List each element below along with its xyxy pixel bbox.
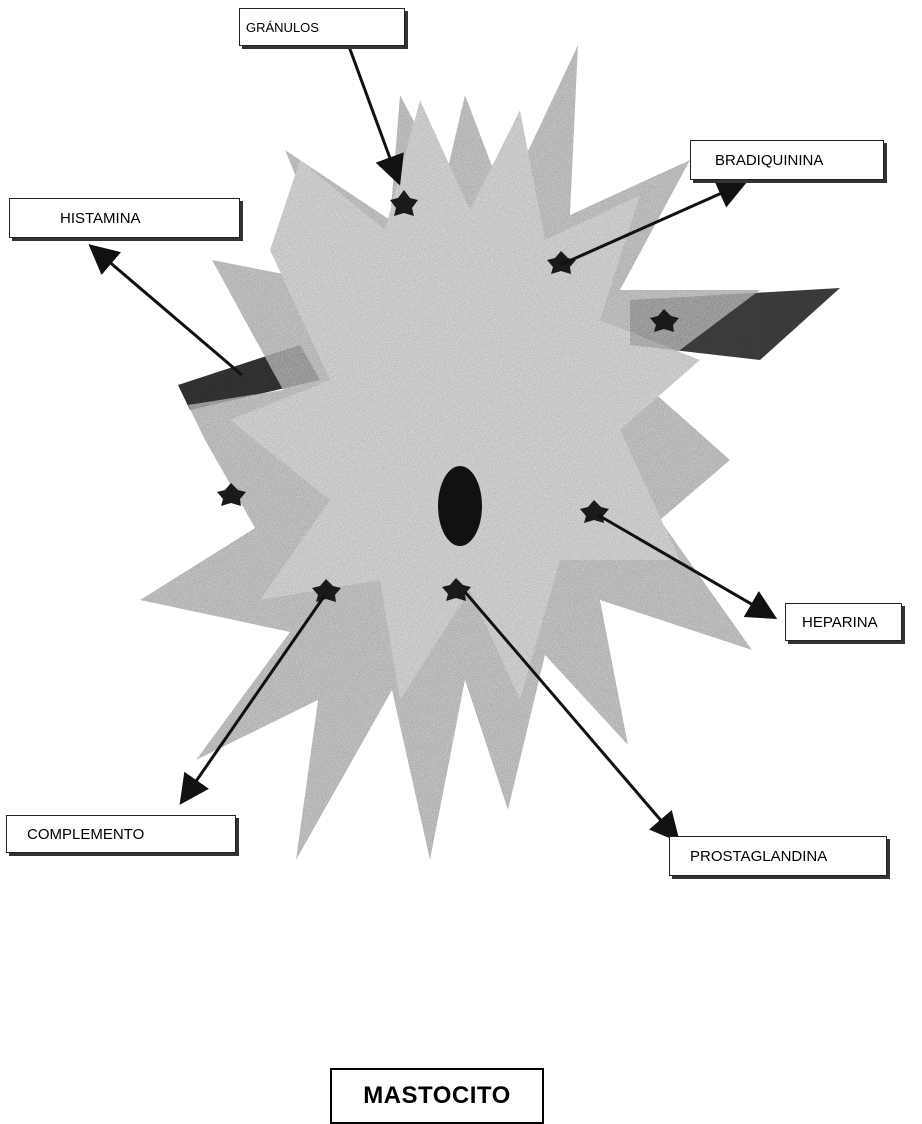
label-bradiquinina: BRADIQUININA — [690, 140, 884, 180]
label-histamina: HISTAMINA — [9, 198, 240, 238]
mast-cell-body — [140, 45, 760, 860]
label-prostaglandina: PROSTAGLANDINA — [669, 836, 887, 876]
diagram-title: MASTOCITO — [330, 1068, 544, 1124]
nucleus — [438, 466, 482, 546]
label-complemento: COMPLEMENTO — [6, 815, 236, 853]
label-granulos: GRÁNULOS — [239, 8, 405, 46]
label-heparina: HEPARINA — [785, 603, 902, 641]
